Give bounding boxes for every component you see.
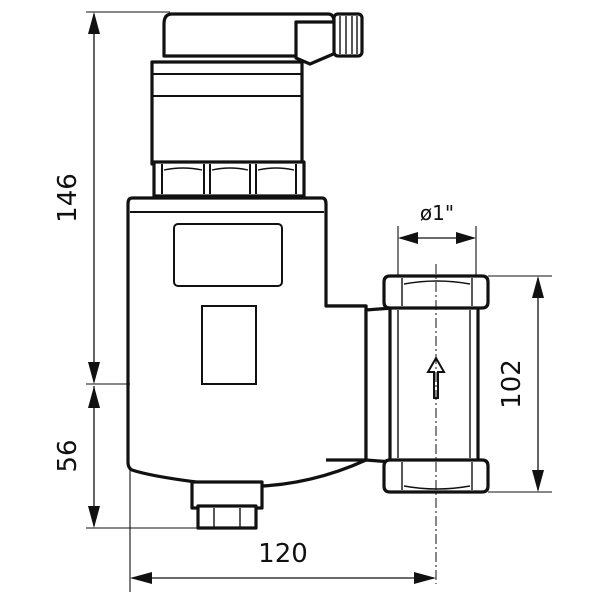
dim-label-diameter: ø1"	[420, 201, 454, 225]
dim-label-56: 56	[53, 439, 83, 472]
dim-label-120: 120	[258, 539, 308, 569]
dim-label-146: 146	[53, 173, 83, 223]
pipe-body	[364, 306, 394, 464]
inspection-window	[201, 305, 257, 385]
upper-cylinder	[150, 60, 304, 166]
arrow-up-icon	[426, 355, 446, 399]
side-neck	[326, 304, 368, 462]
drain-plug	[190, 480, 264, 510]
hex-nut	[152, 160, 306, 198]
label-plate	[173, 223, 283, 287]
vent-connector	[294, 20, 340, 66]
vent-nut	[332, 12, 364, 58]
dim-label-102: 102	[497, 359, 527, 409]
device-body	[126, 12, 490, 530]
dimension-lines	[86, 11, 552, 592]
